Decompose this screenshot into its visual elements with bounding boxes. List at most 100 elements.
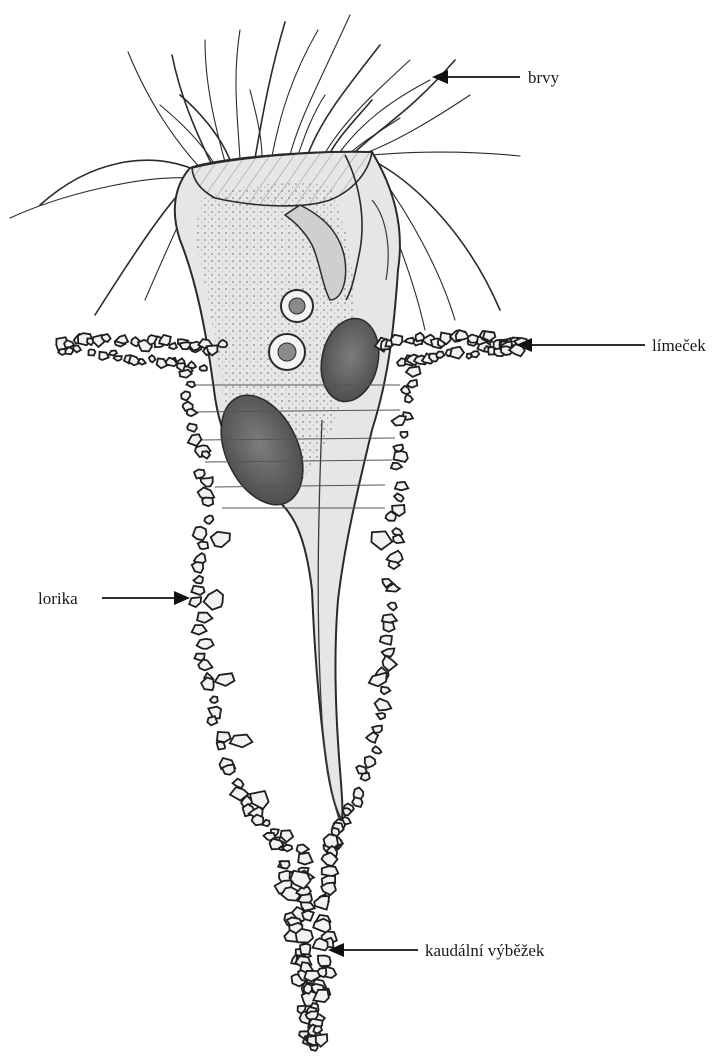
lorica-particle <box>202 451 210 458</box>
label-lorica: lorika <box>38 589 78 608</box>
lorica-particle <box>279 861 289 869</box>
lorica-particle <box>207 716 217 725</box>
lorica-particle <box>406 367 421 377</box>
lorica-particle <box>296 929 313 943</box>
lorica-particle <box>301 902 315 910</box>
cilium <box>128 52 200 168</box>
lorica-particle <box>222 765 235 775</box>
lorica-particle <box>217 742 225 750</box>
lorica-particle <box>371 531 392 549</box>
lorica-particle <box>375 699 392 711</box>
lorica-particle <box>401 432 408 438</box>
lorica-particle <box>200 477 212 487</box>
label-arrow-cilia <box>432 70 520 84</box>
lorica-particle <box>318 956 331 967</box>
lorica-particle <box>392 416 406 426</box>
cilium <box>308 45 380 154</box>
lorica-particle <box>393 535 404 544</box>
lorica-particle <box>436 352 444 358</box>
lorica-particle <box>230 735 253 748</box>
lorica-particle <box>395 482 408 490</box>
lorica-particle <box>405 394 413 402</box>
lorica-particle <box>187 424 197 432</box>
lorica-particle <box>382 649 395 657</box>
lorica-particle <box>380 636 392 645</box>
lorica-particle <box>322 866 339 876</box>
lorica-particle <box>73 346 81 353</box>
lorica-particle <box>202 498 213 507</box>
label-arrow-caudal-process <box>328 943 418 957</box>
cilium <box>172 55 212 165</box>
lorica-particle <box>201 678 214 691</box>
lorica-particle <box>366 732 378 743</box>
lorica-particle <box>194 576 203 584</box>
lorica-particle <box>191 586 204 595</box>
lorica-particle <box>298 853 313 865</box>
lorica-particle <box>197 639 214 649</box>
lorica-particle <box>192 625 207 635</box>
label-cilia: brvy <box>528 68 560 87</box>
lorica-particle <box>314 896 329 910</box>
label-arrow-lorica <box>102 591 190 605</box>
lorica-particle <box>190 342 200 351</box>
lorica-particle <box>281 830 294 842</box>
lorica-particle <box>204 516 213 524</box>
lorica-particle <box>381 687 390 695</box>
lorica-particle <box>116 335 129 344</box>
lorica-particle <box>109 351 117 356</box>
lorica-particle <box>394 451 408 462</box>
lorica-particle <box>149 355 156 362</box>
lorica-particle <box>304 984 312 994</box>
lorica-particle <box>483 331 495 341</box>
label-arrow-collar <box>516 338 645 352</box>
lorica-particle <box>377 713 386 719</box>
lorica-particle <box>321 883 336 895</box>
lorica-particle <box>313 938 328 950</box>
lorica-particle <box>233 779 244 789</box>
lorica-particle <box>365 756 376 768</box>
lorica-particle <box>189 597 201 607</box>
cilium <box>340 80 430 152</box>
lorica-particle <box>471 351 479 357</box>
lorica-particle <box>361 773 370 781</box>
lorica-particle <box>88 349 95 355</box>
lorica-particle <box>99 352 109 360</box>
cilium <box>160 105 215 165</box>
lorica-particle <box>187 382 195 388</box>
lorica-particle <box>388 603 397 611</box>
lorica-particle <box>290 871 310 889</box>
lorica-particle <box>193 527 207 540</box>
lorica-particle <box>372 746 381 753</box>
lorica-particle <box>391 335 402 345</box>
lorica-particle <box>197 613 212 623</box>
lorica-particle <box>188 362 197 369</box>
lorica-particle <box>179 370 192 378</box>
lorica-particle <box>386 512 396 521</box>
cilium <box>236 30 240 160</box>
label-collar: límeček <box>652 336 706 355</box>
lorica-particle <box>394 494 404 502</box>
cilium <box>330 100 372 153</box>
lorica-particle <box>102 334 111 342</box>
lorica-particle <box>211 532 230 547</box>
lorica-particle <box>300 944 310 955</box>
lorica-particle <box>252 815 264 826</box>
lorica-particle <box>210 696 218 703</box>
lorica-particle <box>187 409 197 416</box>
lorica-particle <box>138 359 146 365</box>
lorica-particle <box>391 463 402 470</box>
lorica-particle <box>263 820 270 826</box>
lorica-particle <box>204 590 223 610</box>
lorica-particle <box>169 343 177 349</box>
lorica-particle <box>65 347 72 354</box>
lorica-particle <box>217 732 231 742</box>
lorica-particle <box>383 656 397 671</box>
lorica-particle <box>316 1034 328 1047</box>
label-caudal-process: kaudální výběžek <box>425 941 545 960</box>
lorica-particle <box>114 356 122 361</box>
lorica-particle <box>450 347 464 359</box>
cilium <box>372 152 520 156</box>
lorica-particle <box>343 808 352 815</box>
cilium <box>250 90 262 158</box>
